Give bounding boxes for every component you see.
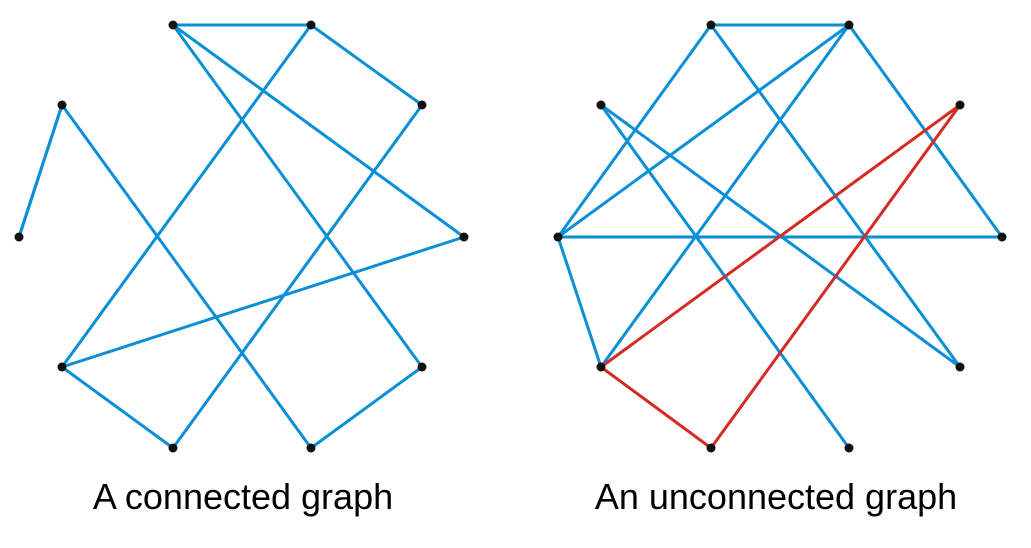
graph-vertex [844,443,854,453]
connected-graph-edges [17,23,466,450]
graph-vertex [997,232,1007,242]
connected-graph-vertices [14,20,469,453]
graph-vertex [459,232,469,242]
graph-vertex [306,443,316,453]
connected-graph-panel: A connected graph [14,20,469,517]
graph-vertex [955,100,965,110]
graph-edge [171,23,424,369]
graph-edge-highlighted [599,365,713,450]
graph-vertex [168,20,178,30]
graph-vertex [417,100,427,110]
unconnected-graph-caption: An unconnected graph [595,476,957,517]
graph-edge [17,103,64,239]
graph-vertex [14,232,24,242]
graph-edge [556,235,603,369]
graph-vertex [417,362,427,372]
graph-vertex [553,232,563,242]
graph-vertex [844,20,854,30]
graph-vertex [306,20,316,30]
graph-vertex [706,20,716,30]
graph-vertex [596,362,606,372]
graph-edge [60,365,175,450]
unconnected-graph-edges [556,23,1004,450]
graph-vertex [596,100,606,110]
unconnected-graph-panel: An unconnected graph [553,20,1007,517]
graph-vertex [706,443,716,453]
graph-vertex [955,362,965,372]
connected-graph-caption: A connected graph [93,476,393,517]
graph-edge [309,23,424,107]
graph-vertex [57,362,67,372]
graph-vertex [168,443,178,453]
graph-vertex [57,100,67,110]
graph-edge-highlighted [709,103,962,450]
graph-edge [309,365,424,450]
graph-edge-highlighted [599,103,962,369]
graph-edge [171,103,424,450]
graph-edge [60,235,466,369]
unconnected-graph-vertices [553,20,1007,453]
graph-edge [171,23,466,239]
graph-edge [556,23,851,239]
graph-edge [60,23,313,369]
graph-edge [60,103,313,450]
